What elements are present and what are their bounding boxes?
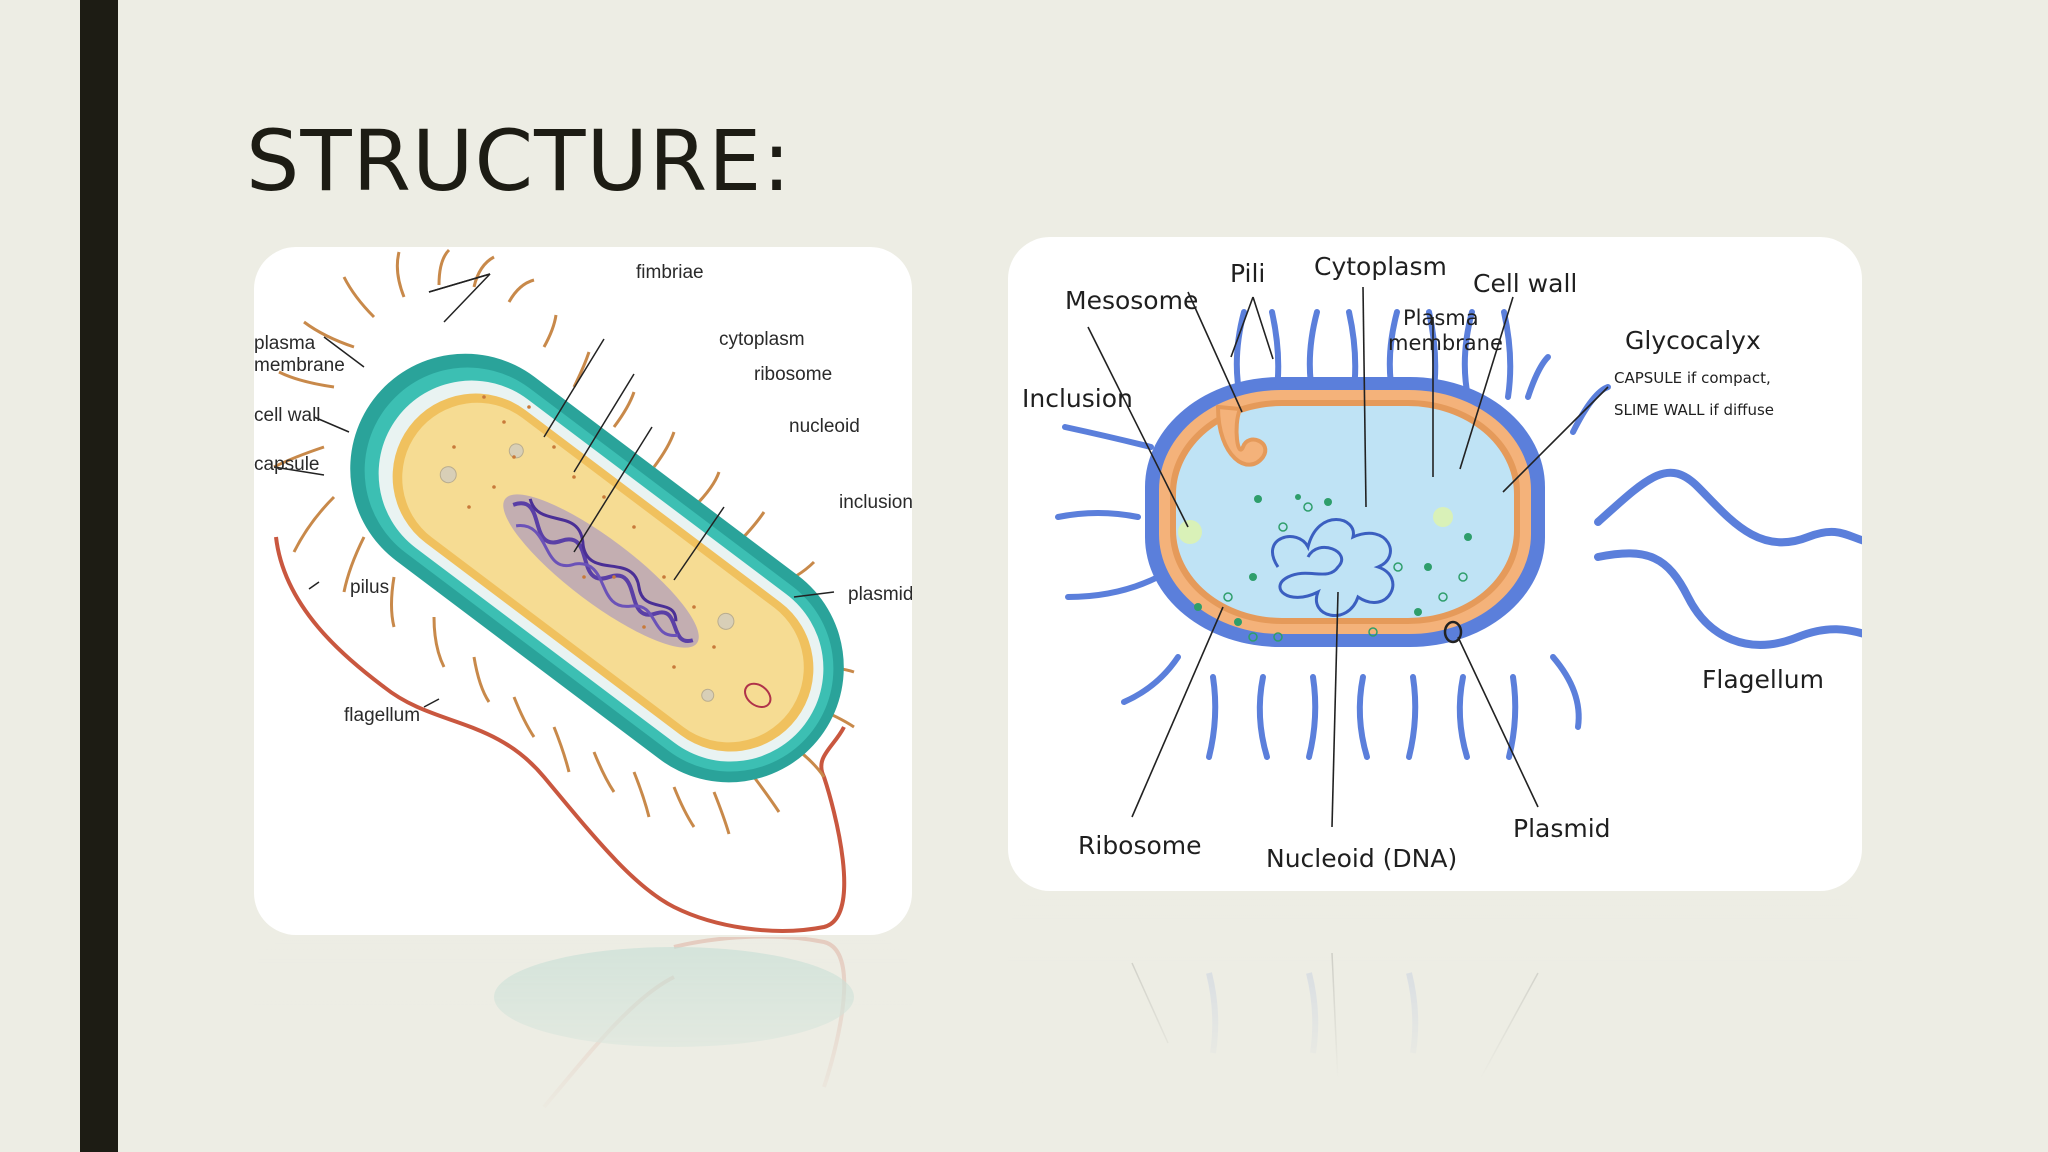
label-glycocalyx: Glycocalyx	[1625, 326, 1761, 355]
inclusion-blob	[1178, 520, 1202, 544]
label-glycocalyx-note-1: CAPSULE if compact,	[1614, 369, 1771, 387]
label-cell-wall: cell wall	[254, 405, 321, 426]
label-plasma-membrane-2: membrane	[1388, 331, 1503, 355]
flagellum-strand	[274, 536, 847, 933]
label-inclusion: Inclusion	[1022, 384, 1133, 413]
plasmid-ring	[1443, 620, 1463, 644]
left-diagram-panel: fimbriae plasma membrane cell wall capsu…	[254, 247, 912, 935]
prokaryote-labeled-diagram: Pili Cytoplasm Cell wall Mesosome Plasma…	[1022, 252, 1862, 873]
label-plasma-membrane-2: membrane	[254, 355, 345, 376]
leader-lines	[1087, 286, 1609, 828]
label-pilus: pilus	[350, 577, 389, 598]
label-flagellum: Flagellum	[1702, 665, 1824, 694]
right-diagram-reflection	[1008, 893, 1862, 1093]
left-diagram-reflection	[254, 937, 912, 1137]
label-capsule: capsule	[254, 454, 320, 475]
leader-lines	[273, 273, 835, 708]
slide-title: STRUCTURE:	[246, 112, 792, 210]
left-reflection-art	[494, 937, 854, 1109]
label-plasma-membrane-1: Plasma	[1403, 306, 1479, 330]
label-glycocalyx-note-2: SLIME WALL if diffuse	[1614, 401, 1774, 419]
label-cell-wall: Cell wall	[1473, 269, 1577, 298]
label-nucleoid: nucleoid	[789, 416, 860, 437]
label-pili: Pili	[1230, 259, 1265, 288]
label-ribosome: Ribosome	[1078, 831, 1202, 860]
mesosome-fold	[1215, 404, 1268, 467]
label-ribosome: ribosome	[754, 364, 832, 385]
accent-bar	[80, 0, 118, 1152]
flagellum-upper	[1594, 468, 1862, 547]
label-flagellum: flagellum	[344, 705, 420, 726]
right-diagram-panel: Pili Cytoplasm Cell wall Mesosome Plasma…	[1008, 237, 1862, 891]
label-cytoplasm: Cytoplasm	[1314, 252, 1447, 281]
ribosome-dots	[1194, 494, 1472, 626]
inclusion-blob-2	[1433, 507, 1453, 527]
flagellum-lower	[1594, 549, 1862, 649]
label-plasma-membrane-1: plasma	[254, 333, 316, 354]
label-fimbriae: fimbriae	[636, 262, 704, 283]
nucleoid-dna	[1271, 518, 1395, 617]
label-plasmid: plasmid	[848, 584, 912, 605]
label-cytoplasm: cytoplasm	[719, 329, 805, 350]
label-nucleoid: Nucleoid (DNA)	[1266, 844, 1457, 873]
label-plasmid: Plasmid	[1513, 814, 1611, 843]
ribosome-dots	[452, 395, 716, 669]
right-reflection-art	[1131, 952, 1539, 1084]
cell-body	[350, 353, 844, 783]
label-inclusion: inclusion	[839, 492, 912, 513]
label-mesosome: Mesosome	[1065, 286, 1198, 315]
vesicle-dots	[1223, 502, 1468, 642]
prokaryote-3d-diagram: fimbriae plasma membrane cell wall capsu…	[254, 248, 912, 933]
